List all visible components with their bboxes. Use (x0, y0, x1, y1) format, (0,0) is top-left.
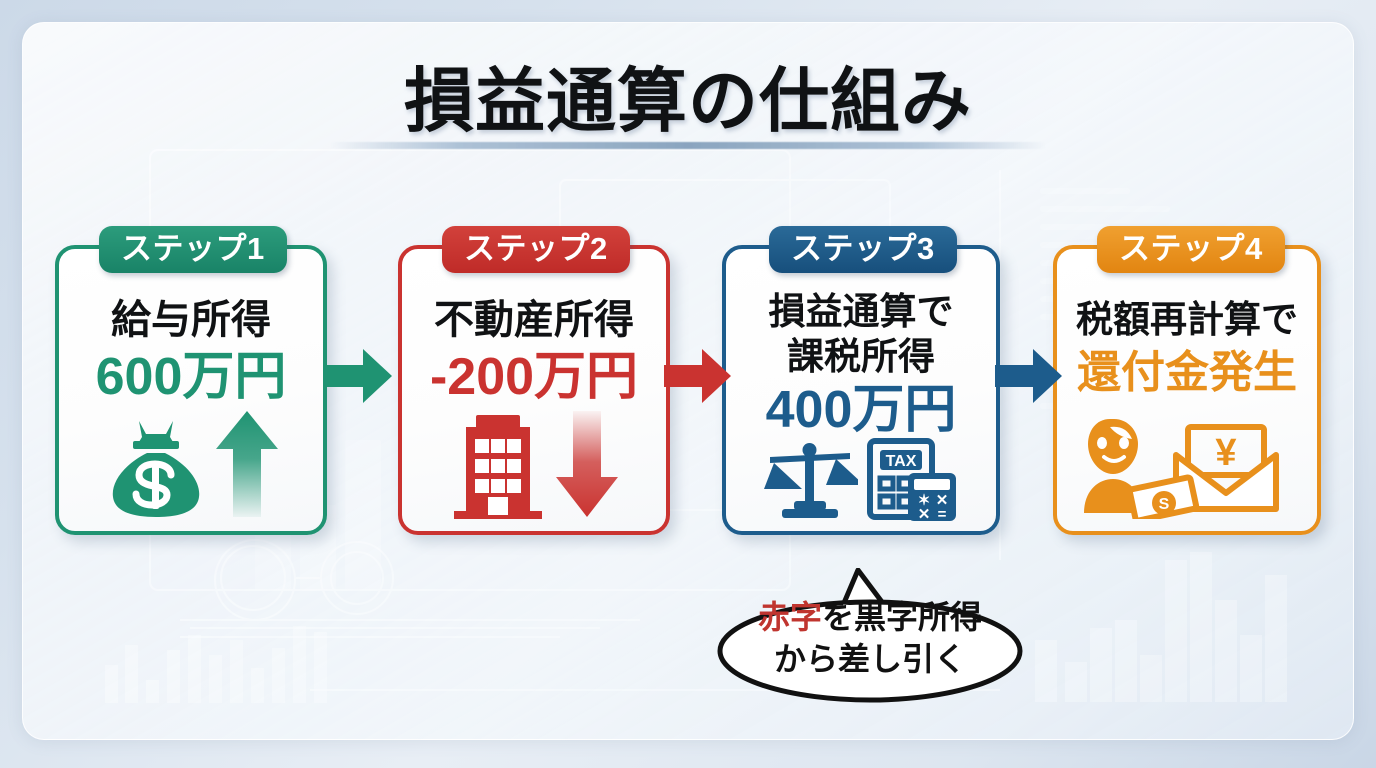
step-card-1[interactable]: ステップ1 給与所得 600万円 (55, 226, 327, 535)
callout-text: 赤字を黒字所得 から差し引く (715, 596, 1025, 680)
title-underline (330, 142, 1046, 149)
step-card-4[interactable]: ステップ4 税額再計算で 還付金発生 ¥ (1053, 226, 1321, 535)
step-amount-2: -200万円 (429, 348, 639, 406)
arrow-down-icon (556, 411, 618, 517)
arrow-step1-to-step2 (325, 349, 392, 403)
building-icon (454, 415, 542, 519)
banknote-icon: S (1126, 474, 1199, 519)
step-amount-1: 600万円 (95, 348, 287, 406)
svg-text:✕: ✕ (936, 492, 949, 509)
step-amount-3: 400万円 (765, 381, 957, 439)
balance-scale-icon (764, 443, 858, 518)
arrow-up-icon (215, 411, 278, 517)
step-badge-1: ステップ1 (99, 226, 287, 273)
svg-text:✶: ✶ (918, 492, 931, 509)
step-badge-4: ステップ4 (1097, 226, 1285, 273)
step-card-3[interactable]: ステップ3 損益通算で 課税所得 400万円 TAX (722, 226, 1000, 535)
callout-highlight: 赤字 (757, 599, 822, 635)
svg-text:TAX: TAX (886, 453, 917, 470)
step-amount-4: 還付金発生 (1077, 348, 1297, 397)
step-label-3-line1: 損益通算で (768, 291, 954, 332)
svg-text:✕: ✕ (918, 506, 931, 523)
tax-calculator-icon: TAX ✶ ✕ ✕ = (867, 438, 956, 523)
step-label-3: 損益通算で 課税所得 (726, 289, 996, 379)
step-icons-1 (59, 407, 323, 519)
step-label-4: 税額再計算で (1076, 299, 1298, 340)
svg-text:=: = (938, 506, 947, 523)
svg-text:¥: ¥ (1215, 432, 1236, 474)
step-card-2[interactable]: ステップ2 不動産所得 -200万円 (398, 226, 670, 535)
step-icons-3: TAX ✶ ✕ ✕ = (726, 431, 996, 523)
callout-rest: を黒字所得 (822, 599, 983, 635)
arrow-step3-to-step4 (995, 349, 1062, 403)
step-icons-4: ¥ S (1057, 407, 1317, 519)
arrow-step2-to-step3 (664, 349, 731, 403)
callout-bubble-shape (717, 568, 1023, 703)
step-label-3-line2: 課税所得 (787, 336, 935, 377)
step-badge-2: ステップ2 (442, 226, 630, 273)
refund-icons-group: ¥ S (1083, 419, 1279, 519)
svg-text:S: S (1158, 496, 1169, 513)
step-label-1: 給与所得 (111, 298, 271, 342)
callout-line-2: から差し引く (773, 641, 966, 677)
callout-line-1: 赤字を黒字所得 (715, 596, 1025, 638)
step-icons-2 (402, 407, 666, 519)
page-title: 損益通算の仕組み (404, 62, 972, 140)
step-badge-3: ステップ3 (769, 226, 957, 273)
money-bag-icon (112, 421, 199, 517)
step-label-2: 不動産所得 (434, 298, 634, 342)
callout-bubble: 赤字を黒字所得 から差し引く (715, 568, 1025, 703)
